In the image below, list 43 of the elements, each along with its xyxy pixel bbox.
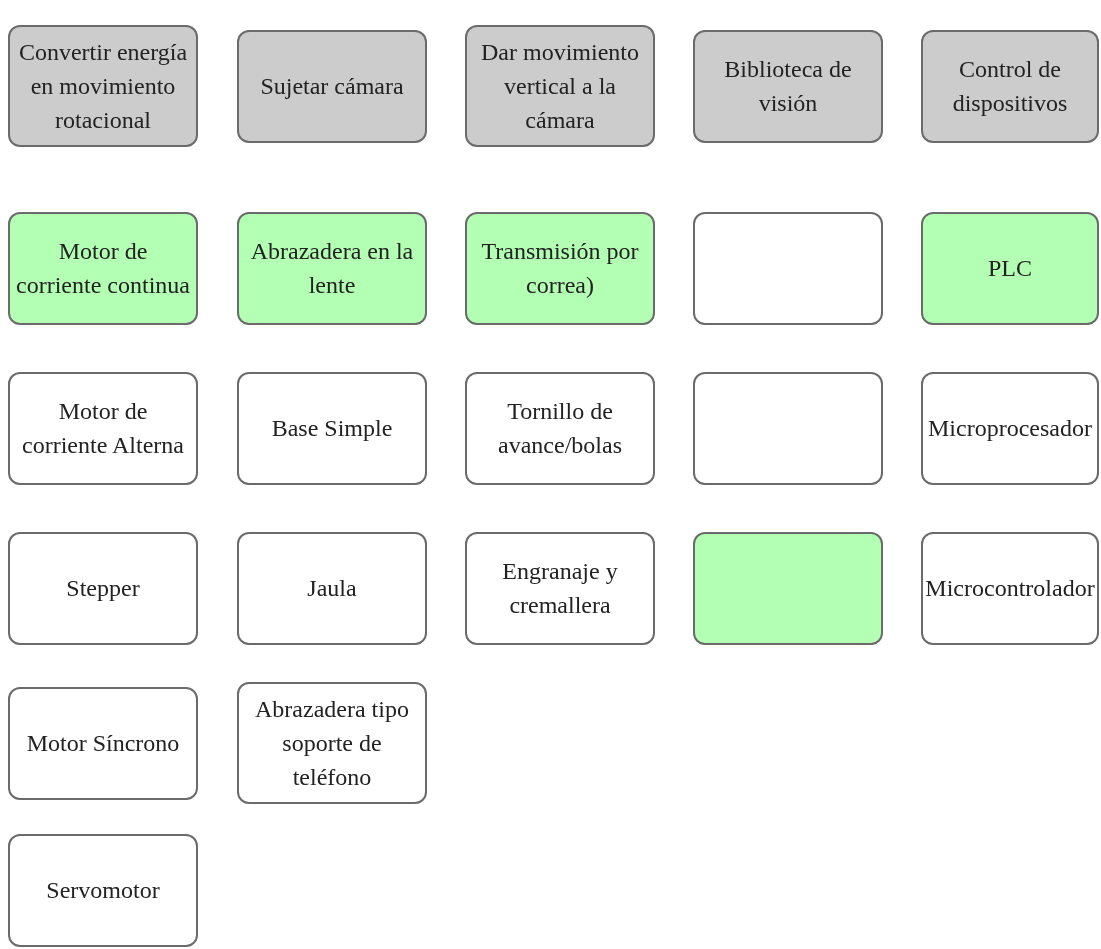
option-label: Convertir energía en movimiento rotacional [17,38,189,135]
option-label: Tornillo de avance/bolas [497,397,623,460]
option-box [921,371,1099,485]
option-label: Base Simple [271,414,393,443]
option-label: Motor de corriente continua [16,237,190,300]
option-label: Engranaje y cremallera [501,557,619,620]
option-label: Sujetar cámara [260,72,404,101]
selected-option-box [237,211,427,325]
header-box [921,29,1099,143]
option-box [693,371,883,485]
header-box [465,25,655,147]
option-box [8,531,198,645]
option-box [8,833,198,947]
header-box [8,25,198,147]
option-label: Abrazadera tipo soporte de teléfono [254,695,410,792]
option-box [237,371,427,485]
option-label: Servomotor [46,876,160,905]
option-label: Stepper [66,574,140,603]
option-label: PLC [988,254,1032,283]
option-box [237,531,427,645]
selected-option-box [921,211,1099,325]
selected-option-box [465,211,655,325]
option-box [693,211,883,325]
option-label: Control de dispositivos [951,55,1069,118]
option-label: Motor de corriente Alterna [21,397,185,460]
option-label: Abrazadera en la lente [249,237,415,300]
option-label: Motor Síncrono [26,729,180,758]
option-label: Microcontrolador [925,574,1095,603]
option-box [8,371,198,485]
option-label: Jaula [307,574,357,603]
selected-option-box [693,531,883,645]
option-box [921,531,1099,645]
option-box [465,371,655,485]
header-box [237,29,427,143]
option-label: Biblioteca de visión [723,55,853,118]
header-box [693,29,883,143]
option-label: Transmisión por correa) [480,237,640,300]
option-box [465,531,655,645]
option-box [237,682,427,804]
option-label: Microprocesador [928,414,1092,443]
option-box [8,686,198,800]
selected-option-box [8,211,198,325]
option-label: Dar movimiento vertical a la cámara [480,38,640,135]
